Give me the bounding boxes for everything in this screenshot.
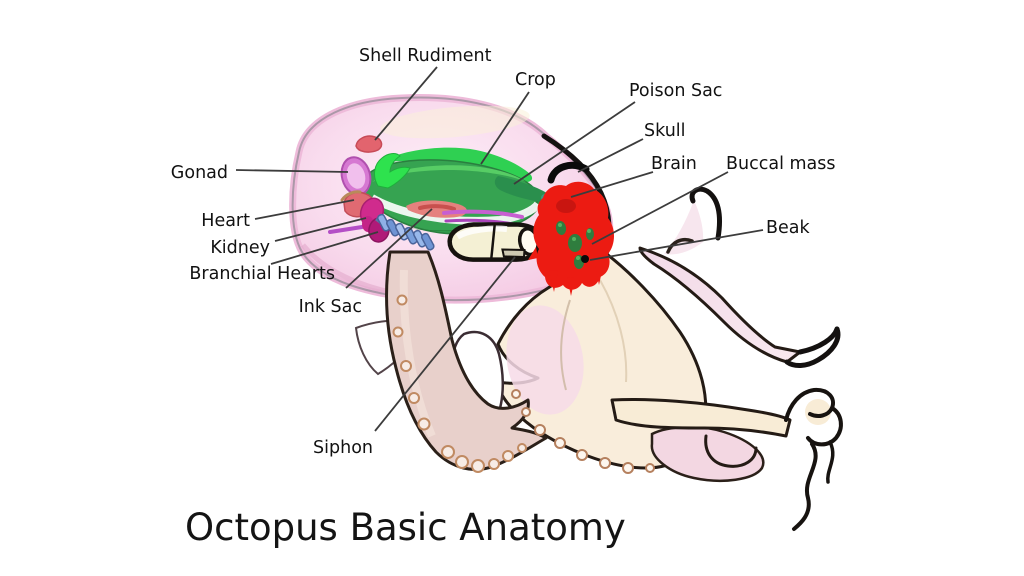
label-heart: Heart [201,211,250,231]
hook-arm-line [689,186,723,241]
arm-upper-right [638,246,841,368]
nub-arm-line [666,237,694,254]
coil-inner-line [704,434,758,468]
label-ink-sac: Ink Sac [299,297,362,317]
coiled-arm-blob [650,425,765,482]
label-skull: Skull [644,121,686,141]
label-branchial-hearts: Branchial Hearts [189,264,335,284]
arm-pink-shape [638,246,802,364]
organ-gland-highlight [372,165,526,182]
diagram-title: Octopus Basic Anatomy [185,506,626,549]
organs [328,135,555,262]
leader-kidney [274,217,367,242]
label-gonad: Gonad [171,163,228,183]
leader-lines [235,66,764,432]
organ-green-curl [374,153,411,189]
leader-shell-rudiment [374,66,438,141]
organ-crop [380,147,533,182]
mantle-highlight [380,105,530,139]
organ-buccal-mass [528,181,614,296]
organ-shell-rudiment [355,135,383,153]
front-arm-suckers [392,294,527,473]
leader-ink-sac [345,208,433,289]
label-kidney: Kidney [210,238,270,258]
purple-streak-right [442,209,524,219]
arm-curl-top [784,387,835,422]
label-buccal-mass: Buccal mass [726,154,836,174]
arm-curl-bottom [806,406,843,447]
labels: Shell Rudiment Crop Poison Sac Skull Bra… [171,46,836,458]
organ-brain [556,199,576,213]
buccal-red-drips [528,247,603,296]
leader-buccal-mass [591,171,729,245]
leader-poison-sac [513,101,636,185]
arm-tip-whip [792,442,818,531]
label-beak: Beak [766,218,810,238]
label-shell-rudiment: Shell Rudiment [359,46,492,66]
front-arm [385,250,548,473]
arm-lower-right [610,387,843,531]
web-suckers [511,389,655,474]
leader-brain [570,171,654,198]
organ-skull [547,162,590,184]
arm-hook-return [784,326,841,368]
organ-poison-sac [494,176,555,203]
organ-gills [375,213,435,251]
arm-curl-fill [805,399,831,425]
label-crop: Crop [515,70,556,90]
body-sketch-line [560,299,571,391]
arm-tip-whip-2 [826,440,835,484]
leader-beak [589,229,764,261]
purple-streak-left [328,225,364,234]
leader-gonad [235,169,349,173]
organ-beak [581,255,589,263]
leader-branchial-hearts [270,231,379,265]
leader-heart [254,199,355,220]
label-brain: Brain [651,154,697,174]
leader-skull [577,138,644,173]
organ-siphon-funnel [447,222,545,262]
label-poison-sac: Poison Sac [629,81,722,101]
buccal-green-dots [558,223,591,260]
organ-ink-sac-core [418,204,456,211]
arm-band [610,397,792,438]
leader-siphon [374,256,516,432]
label-siphon: Siphon [313,438,373,458]
arm-hook-behind-head [664,186,723,255]
body-sketch-line-2 [599,279,628,383]
leader-crop [480,91,530,165]
